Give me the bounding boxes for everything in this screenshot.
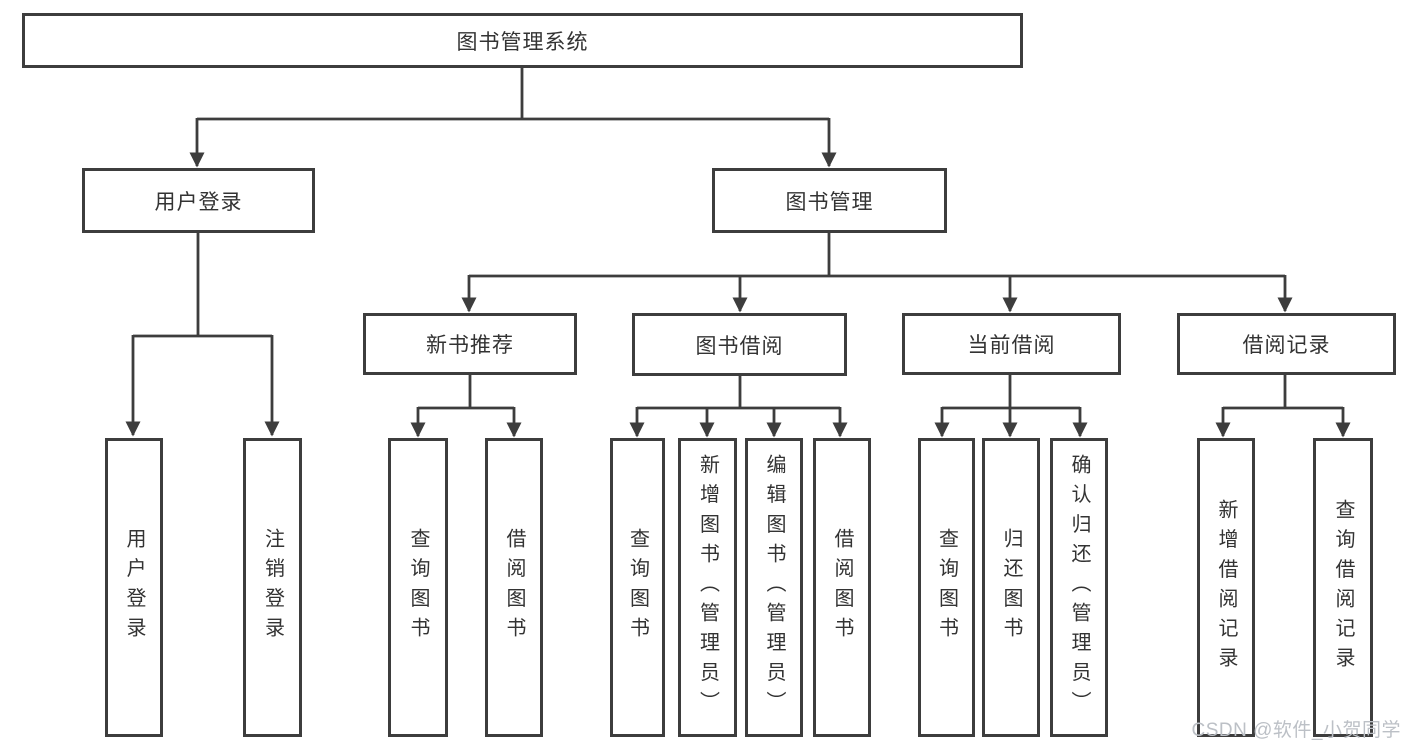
leaf-label: 查询图书: [935, 528, 958, 647]
node-book-management-label: 图书管理: [785, 190, 874, 214]
leaf-label: 新增图书（管理员）: [696, 454, 719, 721]
node-br-query-record: 查询借阅记录: [1313, 438, 1373, 737]
node-cb-query-books: 查询图书: [918, 438, 975, 737]
leaf-label: 新增借阅记录: [1215, 498, 1237, 677]
node-br-add-record: 新增借阅记录: [1197, 438, 1255, 737]
leaf-label: 查询借阅记录: [1332, 498, 1354, 677]
node-user-login: 用户登录: [82, 168, 315, 233]
leaf-label: 编辑图书（管理员）: [763, 454, 785, 721]
leaf-label: 借阅图书: [831, 528, 853, 647]
node-book-borrow-label: 图书借阅: [695, 334, 784, 358]
node-nb-query-books: 查询图书: [388, 438, 448, 737]
node-root-label: 图书管理系统: [456, 30, 589, 54]
node-bb-edit-books-admin: 编辑图书（管理员）: [745, 438, 803, 737]
node-borrow-records-label: 借阅记录: [1242, 334, 1331, 357]
node-borrow-records: 借阅记录: [1177, 313, 1396, 375]
node-logout: 注销登录: [243, 438, 302, 737]
node-book-borrow: 图书借阅: [632, 313, 847, 376]
node-current-borrow-label: 当前借阅: [967, 334, 1056, 357]
leaf-label: 查询图书: [626, 528, 649, 647]
node-nb-borrow-books: 借阅图书: [485, 438, 543, 737]
connector-group: [125, 68, 1351, 438]
node-book-management: 图书管理: [712, 168, 947, 233]
node-bb-add-books-admin: 新增图书（管理员）: [678, 438, 737, 737]
node-cb-confirm-return-admin: 确认归还（管理员）: [1050, 438, 1108, 737]
node-new-book-recommend: 新书推荐: [363, 313, 577, 375]
leaf-label: 归还图书: [1000, 528, 1022, 647]
leaf-label: 查询图书: [407, 528, 429, 647]
node-bb-query-books: 查询图书: [610, 438, 665, 737]
node-cb-return-books: 归还图书: [982, 438, 1040, 737]
node-user-login-leaf: 用户登录: [105, 438, 163, 737]
leaf-label: 注销登录: [261, 528, 284, 647]
leaf-label: 用户登录: [123, 528, 145, 647]
leaf-label: 确认归还（管理员）: [1068, 454, 1090, 721]
node-current-borrow: 当前借阅: [902, 313, 1121, 375]
node-bb-borrow-books: 借阅图书: [813, 438, 871, 737]
node-user-login-label: 用户登录: [154, 190, 243, 214]
node-new-book-recommend-label: 新书推荐: [426, 334, 514, 357]
leaf-label: 借阅图书: [503, 528, 525, 647]
node-root: 图书管理系统: [22, 13, 1023, 68]
watermark: CSDN @软件_小贺同学: [1191, 720, 1401, 741]
